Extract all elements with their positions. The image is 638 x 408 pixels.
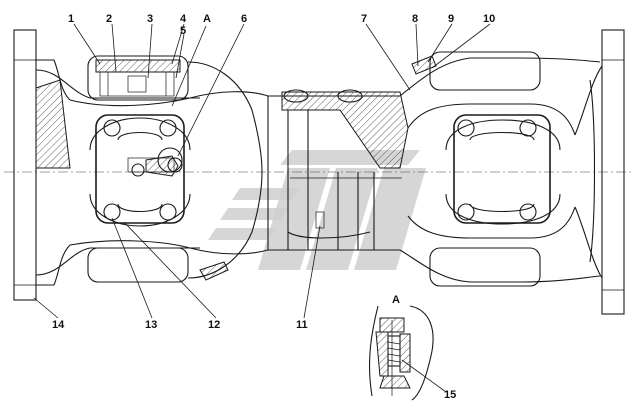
callout-6: 6 — [241, 13, 247, 25]
leader-lines — [33, 23, 491, 393]
right-yoke — [399, 51, 601, 287]
callout-labels: 1 2 3 4 5 A 6 7 8 9 10 11 12 13 14 15 A — [52, 13, 495, 401]
callout-4: 4 — [180, 13, 187, 25]
callout-15: 15 — [444, 389, 456, 401]
callout-8: 8 — [412, 13, 418, 25]
left-flange — [13, 29, 200, 301]
callout-9: 9 — [448, 13, 454, 25]
callout-2: 2 — [106, 13, 112, 25]
watermark-logo — [208, 150, 426, 270]
right-flange — [574, 29, 625, 315]
left-yoke — [69, 55, 269, 283]
callout-5: 5 — [180, 25, 186, 37]
center-shaft — [267, 89, 409, 251]
detail-view-label: A — [392, 294, 400, 306]
callout-10: 10 — [483, 13, 495, 25]
callout-11: 11 — [296, 319, 308, 331]
callout-3: 3 — [147, 13, 153, 25]
callout-12: 12 — [208, 319, 220, 331]
detail-view-a — [368, 305, 434, 401]
callout-14: 14 — [52, 319, 65, 331]
callout-1: 1 — [68, 13, 74, 25]
callout-13: 13 — [145, 319, 157, 331]
callout-7: 7 — [361, 13, 367, 25]
callout-a: A — [203, 13, 211, 25]
